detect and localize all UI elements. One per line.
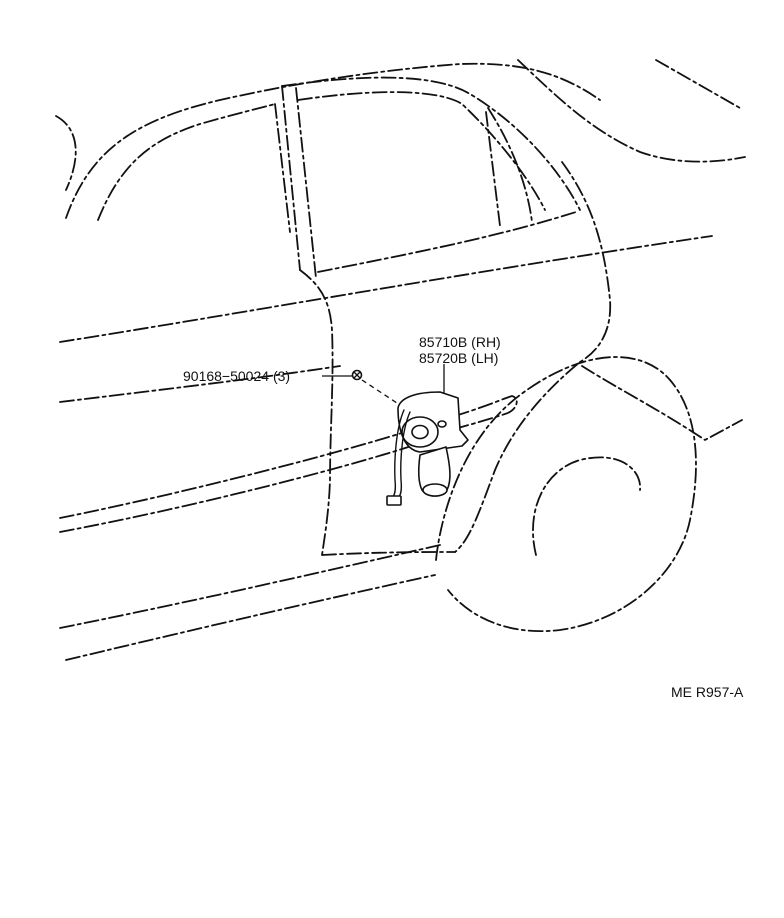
shoulder-character-line (59, 235, 713, 343)
b-pillar-mid (295, 87, 317, 279)
motor-cylinder-end (422, 483, 448, 497)
figure-code: ME R957-A (671, 684, 744, 700)
motor-wire-connector (386, 495, 402, 506)
rear-fender-flare (581, 365, 743, 441)
roof-inner-line (97, 103, 276, 221)
roof-outer-line (65, 62, 601, 219)
side-molding-rear (454, 395, 518, 429)
front-body-curve (55, 115, 77, 191)
bolt-quantity: (3) (272, 368, 291, 384)
rear-door-bottom-edge (321, 551, 456, 556)
rear-wheel-arch (435, 356, 697, 632)
rocker-lower-line (65, 574, 436, 661)
bolt-part-number: 90168−50024 (183, 368, 270, 384)
rear-door-front-edge (299, 269, 334, 556)
motor-rh-callout: 85710B (RH) (419, 334, 501, 350)
quarter-window-back (487, 107, 533, 223)
rear-window-frame-outer (281, 76, 581, 211)
side-molding-bottom (59, 435, 441, 533)
motor-lh-part-number: 85720B (419, 350, 468, 366)
rear-window-frame-inner (297, 91, 546, 211)
motor-lh-callout: 85720B (LH) (419, 350, 498, 366)
motor-rh-part-number: 85710B (419, 334, 468, 350)
motor-rh-side: (RH) (471, 334, 501, 350)
bolt-to-motor-dash (361, 379, 401, 406)
side-molding-top (59, 419, 441, 519)
rear-door-rear-edge (454, 161, 612, 553)
motor-mount-boss (437, 420, 447, 428)
b-pillar-front-edge (274, 103, 291, 233)
quarter-window-front (485, 111, 501, 227)
motor-wire-harness (391, 409, 405, 499)
motor-gear-hub (411, 424, 429, 440)
rear-tire (532, 456, 641, 556)
leader-lines (322, 364, 445, 406)
window-belt-line (317, 211, 577, 273)
motor-lh-side: (LH) (471, 350, 499, 366)
rear-roof-line-top (655, 59, 741, 109)
window-regulator-motor-icon (386, 391, 469, 506)
bolt-callout: 90168−50024 (3) (183, 368, 290, 384)
bolt-icon (351, 369, 363, 381)
rear-roof-curve (517, 59, 746, 163)
upper-side-line (59, 365, 341, 403)
b-pillar-outer (281, 85, 301, 271)
rocker-upper-line (59, 544, 441, 629)
car-body-outline (55, 59, 746, 661)
